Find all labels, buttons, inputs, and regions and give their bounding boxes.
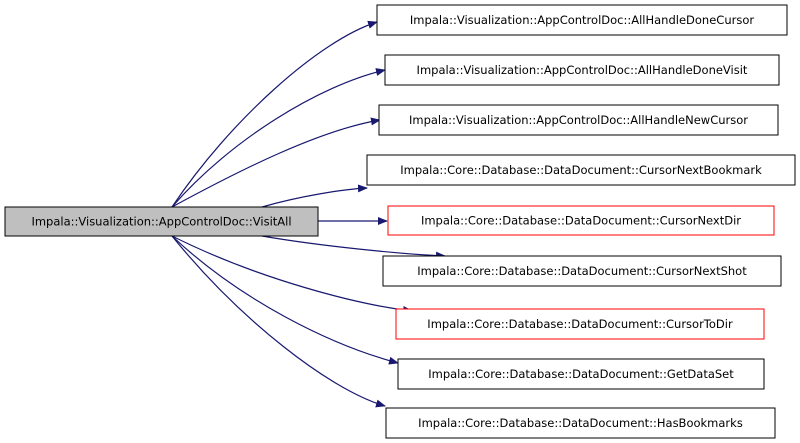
target-node-allhandledonevisit[interactable]: Impala::Visualization::AppControlDoc::Al…: [384, 54, 780, 86]
target-node-label: Impala::Core::Database::DataDocument::Cu…: [427, 317, 733, 331]
target-node-cursornextshot[interactable]: Impala::Core::Database::DataDocument::Cu…: [382, 255, 782, 287]
target-node-label: Impala::Visualization::AppControlDoc::Al…: [417, 63, 748, 77]
target-node-label: Impala::Core::Database::DataDocument::Cu…: [400, 163, 762, 177]
edge-visitall-to-allhandledonecursor: [171, 20, 378, 208]
target-node-label: Impala::Core::Database::DataDocument::Ha…: [418, 416, 743, 430]
target-node-label: Impala::Core::Database::DataDocument::Ge…: [428, 367, 734, 381]
edge-visitall-to-allhandledonevisit: [171, 68, 386, 208]
target-node-allhandledonecursor[interactable]: Impala::Visualization::AppControlDoc::Al…: [376, 4, 788, 36]
target-node-label: Impala::Core::Database::DataDocument::Cu…: [417, 264, 747, 278]
source-node-label: Impala::Visualization::AppControlDoc::Vi…: [31, 215, 291, 229]
target-node-cursortodir[interactable]: Impala::Core::Database::DataDocument::Cu…: [395, 308, 765, 340]
edge-visitall-to-cursornextshot: [261, 235, 446, 260]
target-node-cursornextdir[interactable]: Impala::Core::Database::DataDocument::Cu…: [387, 205, 775, 236]
target-node-cursornextbookmark[interactable]: Impala::Core::Database::DataDocument::Cu…: [366, 154, 796, 186]
target-node-allhandlenewcursor[interactable]: Impala::Visualization::AppControlDoc::Al…: [378, 104, 779, 136]
target-node-getdataset[interactable]: Impala::Core::Database::DataDocument::Ge…: [397, 358, 765, 390]
edges: [171, 20, 446, 408]
target-node-hasbookmarks[interactable]: Impala::Core::Database::DataDocument::Ha…: [385, 407, 776, 439]
source-node[interactable]: Impala::Visualization::AppControlDoc::Vi…: [4, 206, 319, 237]
edge-visitall-to-allhandlenewcursor: [171, 117, 381, 208]
target-node-label: Impala::Visualization::AppControlDoc::Al…: [410, 13, 754, 27]
edge-visitall-to-cursornextbookmark: [261, 184, 368, 208]
target-node-label: Impala::Core::Database::DataDocument::Cu…: [421, 214, 741, 228]
edge-visitall-to-hasbookmarks: [171, 235, 386, 408]
edge-visitall-to-cursortodir: [171, 235, 413, 314]
edge-visitall-to-getdataset: [171, 235, 399, 365]
target-node-label: Impala::Visualization::AppControlDoc::Al…: [409, 113, 748, 127]
